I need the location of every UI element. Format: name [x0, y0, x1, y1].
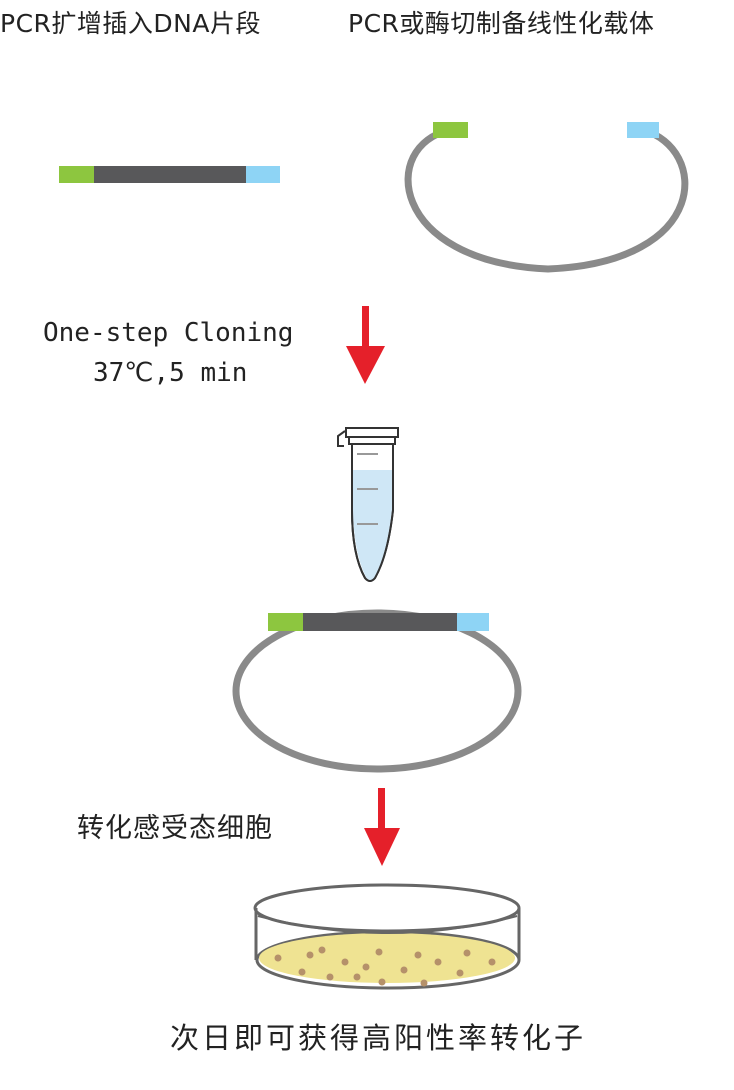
insert-dna-fragment [59, 166, 280, 183]
colonies [274, 946, 496, 987]
transform-label: 转化感受态细胞 [77, 813, 273, 844]
vector-label: PCR或酶切制备线性化载体 [348, 9, 655, 38]
plasmid-backbone [232, 609, 522, 773]
linear-vector [404, 122, 689, 273]
plasmid-blue-end [457, 613, 489, 631]
petri-dish-icon [253, 883, 521, 990]
cloning-step-label: One-step Cloning [43, 318, 294, 348]
plasmid-green-end [268, 613, 303, 631]
recombinant-plasmid [232, 609, 522, 773]
cloning-condition-label: 37℃,5 min [93, 358, 248, 388]
microcentrifuge-tube-icon [337, 427, 399, 582]
insert-blue-end [246, 166, 280, 183]
arrow-down-2 [364, 788, 400, 866]
result-label: 次日即可获得高阳性率转化子 [170, 1021, 587, 1055]
insert-label: PCR扩增插入DNA片段 [0, 9, 261, 38]
insert-green-end [59, 166, 94, 183]
insert-body [94, 166, 246, 183]
vector-blue-end [627, 122, 659, 138]
arrow-down-1 [346, 306, 385, 384]
plasmid-insert-body [303, 613, 457, 631]
vector-backbone [404, 126, 689, 273]
vector-green-end [433, 122, 468, 138]
